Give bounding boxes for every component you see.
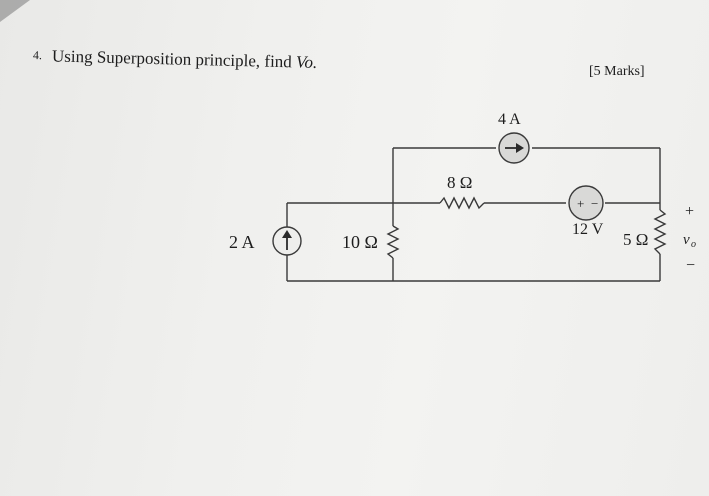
- label-2a: 2 A: [229, 232, 255, 252]
- resistor-8-zigzag: [439, 196, 485, 210]
- label-5-ohm: 5 Ω: [623, 230, 648, 249]
- voltage-source-12v: + −: [568, 185, 604, 221]
- resistor-10-zigzag: [386, 225, 400, 259]
- vo-plus: +: [685, 203, 694, 220]
- label-12v: 12 V: [572, 221, 604, 238]
- label-8-ohm: 8 Ω: [447, 173, 472, 192]
- current-source-4a: [498, 132, 530, 164]
- vs-plus-sign: +: [577, 196, 584, 211]
- vo-minus: −: [686, 257, 695, 274]
- current-source-2a: [272, 226, 302, 256]
- vo-subscript: o: [691, 239, 696, 250]
- resistor-5-zigzag: [653, 209, 667, 255]
- label-4a: 4 A: [498, 111, 521, 128]
- page-corner-shadow: [0, 0, 30, 22]
- vs-minus-sign: −: [591, 196, 598, 211]
- marks-label: [5 Marks]: [589, 64, 645, 79]
- vo-label: v: [683, 232, 690, 248]
- label-10-ohm: 10 Ω: [342, 232, 378, 252]
